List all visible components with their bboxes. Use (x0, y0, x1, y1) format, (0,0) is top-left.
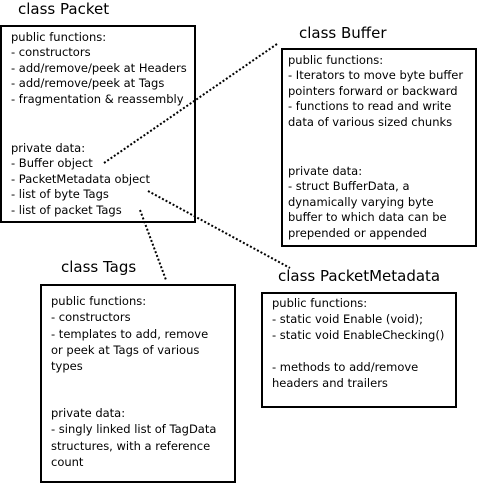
buffer-line: data of various sized chunks (288, 114, 453, 129)
packet-line: - add/remove/peek at Tags (11, 76, 165, 91)
packet-line: - Buffer object (11, 156, 93, 171)
packet-line: - add/remove/peek at Headers (11, 60, 187, 75)
metadata-line: headers and trailers (272, 376, 388, 390)
buffer-class-box (281, 48, 477, 247)
buffer-line: - struct BufferData, a (288, 179, 410, 194)
buffer-line: public functions: (288, 53, 384, 67)
buffer-line: dynamically varying byte (288, 194, 434, 209)
packet-line: public functions: (11, 30, 107, 44)
buffer-line: prepended or appended (288, 225, 427, 240)
packet-line: - constructors (11, 45, 91, 60)
tags-line: count (51, 455, 84, 469)
tags-class-title: class Tags (61, 258, 137, 276)
metadata-class-title: class PacketMetadata (278, 267, 441, 285)
tags-line: structures, with a reference (51, 439, 211, 453)
buffer-class-title: class Buffer (299, 24, 387, 42)
tags-line: - templates to add, remove (51, 327, 209, 341)
tags-line: private data: (51, 406, 126, 420)
buffer-line: - Iterators to move byte buffer (288, 68, 464, 83)
metadata-line: - static void EnableChecking() (272, 328, 445, 342)
metadata-line: - methods to add/remove (272, 360, 419, 374)
tags-line: - constructors (51, 310, 131, 324)
tags-line: types (51, 359, 83, 373)
packet-line: - list of byte Tags (11, 187, 109, 202)
buffer-line: - functions to read and write (288, 99, 452, 114)
metadata-line: - static void Enable (void); (272, 312, 424, 326)
packet-line: - list of packet Tags (11, 202, 122, 217)
metadata-line: public functions: (272, 296, 368, 310)
buffer-line: private data: (288, 164, 363, 178)
buffer-line: pointers forward or backward (288, 83, 458, 98)
metadata-class-box (261, 292, 457, 408)
tags-line: or peek at Tags of various (51, 343, 200, 357)
buffer-line: buffer to which data can be (288, 210, 447, 225)
packet-line: private data: (11, 141, 86, 155)
tags-line: public functions: (51, 294, 147, 308)
packet-class-title: class Packet (18, 0, 110, 18)
packet-line: - fragmentation & reassembly (11, 91, 184, 106)
packet-line: - PacketMetadata object (11, 171, 150, 186)
tags-line: - singly linked list of TagData (51, 422, 217, 436)
